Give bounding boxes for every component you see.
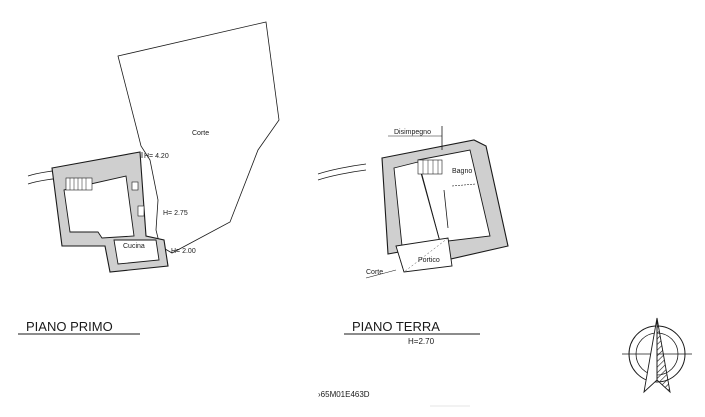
terra-label-corte: Corte bbox=[366, 269, 383, 276]
terra-stair bbox=[417, 159, 443, 175]
piano-terra-plan: Disimpegno Bagno Portico Corte PIANO TER… bbox=[317, 126, 509, 346]
north-arrow-icon bbox=[622, 317, 692, 394]
primo-stair bbox=[65, 177, 93, 191]
piano-terra-height: H=2.70 bbox=[408, 337, 435, 346]
primo-label-h-200: H= 2.00 bbox=[171, 248, 196, 255]
piano-primo-plan: Corte H= 4.20 H= 2.75 Cucina H= 2.00 PIA… bbox=[18, 21, 280, 335]
terra-portico bbox=[395, 237, 453, 273]
primo-room-cucina bbox=[113, 239, 160, 265]
primo-label-h-420: H= 4.20 bbox=[144, 153, 169, 160]
primo-label-cucina: Cucina bbox=[123, 243, 145, 250]
document-code: ›65M01E463D bbox=[318, 390, 370, 399]
primo-label-h-275: H= 2.75 bbox=[163, 210, 188, 217]
terra-label-portico: Portico bbox=[418, 257, 440, 264]
primo-label-corte: Corte bbox=[192, 130, 209, 137]
terra-label-disimpegno: Disimpegno bbox=[394, 129, 431, 136]
terra-adjacent-strip bbox=[317, 163, 367, 181]
piano-primo-title: PIANO PRIMO bbox=[26, 319, 113, 334]
piano-terra-title: PIANO TERRA bbox=[352, 319, 440, 334]
primo-room-main bbox=[63, 175, 135, 239]
terra-label-bagno: Bagno bbox=[452, 168, 472, 175]
